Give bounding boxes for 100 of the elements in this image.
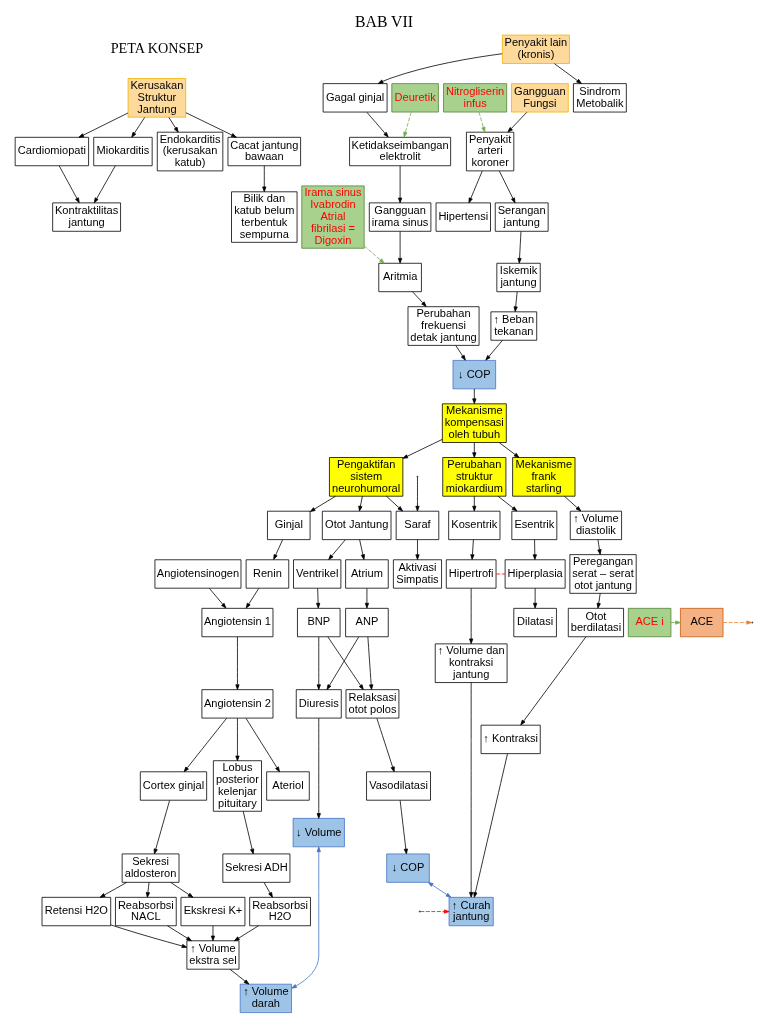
- arrow: [415, 477, 420, 512]
- node-box: Ketidakseimbangan elektrolit: [349, 136, 452, 167]
- node-box: Kerusakan Struktur Jantung: [127, 78, 187, 118]
- arrow: [58, 165, 80, 204]
- arrow: [497, 495, 518, 512]
- arrow: [366, 111, 389, 138]
- arrow: [517, 231, 522, 264]
- arrow: [242, 811, 255, 855]
- arrow: [377, 53, 503, 84]
- node-box: BNP: [297, 607, 341, 638]
- node-box: Angiotensin 2: [201, 689, 274, 719]
- arrow: [153, 800, 170, 855]
- node-box: Gagal ginjal: [322, 83, 388, 113]
- node-box: Irama sinus Ivabrodin Atrial fibrilasi = Digoxin: [301, 185, 365, 249]
- arrow: [99, 882, 128, 898]
- node-box: Atrium: [345, 559, 389, 589]
- node-box: Reabsorbsi NACL: [115, 896, 177, 927]
- node-box: Nitrogliserin infus: [443, 83, 508, 113]
- arrow: [399, 800, 408, 855]
- node-box: Dilatasi: [513, 607, 557, 638]
- node-box: Cardiomiopati: [14, 136, 89, 167]
- arrow: [291, 846, 321, 989]
- arrow: [386, 495, 403, 512]
- node-box: Cacat jantung bawaan: [227, 136, 301, 167]
- arrow: [170, 882, 194, 898]
- arrow: [309, 495, 336, 512]
- arrow: [367, 636, 374, 690]
- arrow: [273, 539, 283, 560]
- node-box: Hiperplasia: [504, 559, 566, 589]
- node-box: Vasodilatasi: [366, 771, 431, 801]
- node-box: Iskemik jantung: [496, 262, 541, 293]
- arrow: [235, 636, 240, 690]
- arrow: [376, 717, 395, 773]
- arrow: [398, 231, 403, 264]
- arrow: [722, 620, 752, 625]
- arrow: [168, 117, 179, 133]
- arrow: [469, 682, 474, 898]
- node-box: Saraf: [395, 510, 440, 541]
- label: PETA KONSEP: [110, 39, 204, 56]
- arrow: [485, 340, 503, 361]
- node-box: ↓ Volume: [292, 817, 345, 848]
- node-box: Renin: [245, 559, 290, 589]
- arrow: [93, 165, 116, 204]
- arrow: [364, 245, 385, 264]
- node-box: Angiotensinogen: [154, 559, 242, 589]
- node-box: Reabsorbsi H2O: [249, 896, 311, 927]
- node-box: Perubahan frekuensi detak jantung: [407, 306, 480, 346]
- arrow: [245, 717, 280, 773]
- arrow: [229, 968, 250, 985]
- node-box: Ateriol: [266, 771, 310, 801]
- arrow: [470, 539, 475, 560]
- arrow: [472, 442, 477, 458]
- node-box: Peregangan serat – serat otot jantung: [569, 554, 637, 594]
- arrow: [455, 345, 466, 361]
- arrow: [513, 291, 518, 312]
- arrow: [316, 587, 321, 609]
- arrow: [358, 495, 363, 512]
- arrow: [234, 925, 259, 942]
- arrow: [670, 620, 681, 625]
- node-box: Kontraktilitas jantung: [52, 202, 121, 232]
- arrow: [499, 442, 520, 458]
- node-box: ↓ COP: [452, 360, 497, 390]
- node-box: Relaksasi otot polos: [345, 689, 400, 719]
- arrow: [364, 587, 369, 609]
- node-box: Lobus posterior kelenjar pituitary: [212, 760, 262, 812]
- node-box: Mekanisme kompensasi oleh tubuh: [441, 403, 507, 443]
- node-box: Esentrik: [511, 510, 558, 541]
- arrow: [262, 165, 267, 193]
- node-box: Otot berdilatasi: [567, 607, 624, 638]
- arrow: [412, 291, 427, 307]
- node-box: Penyakit arteri koroner: [466, 131, 515, 172]
- arrow: [316, 717, 321, 819]
- node-box: Aritmia: [378, 262, 422, 293]
- node-box: Deuretik: [391, 83, 439, 113]
- node-box: Hipertensi: [435, 202, 491, 232]
- node-box: Sekresi aldosteron: [121, 853, 180, 883]
- node-box: Ekskresi K+: [180, 896, 246, 927]
- arrow: [415, 539, 420, 560]
- node-box: ↑ Curah jantung: [448, 896, 494, 927]
- arrow: [131, 117, 146, 138]
- node-box: ↑ Volume diastolik: [569, 510, 622, 541]
- node-box: Serangan jantung: [494, 202, 549, 232]
- node-box: ANP: [345, 607, 389, 638]
- arrow: [596, 592, 601, 609]
- arrow: [316, 636, 321, 690]
- node-box: ↑ Beban tekanan: [490, 311, 538, 341]
- node-box: Gangguan irama sinus: [368, 202, 432, 232]
- arrow: [532, 539, 537, 560]
- node-box: Gangguan Fungsi: [511, 83, 569, 113]
- node-box: Penyakit lain (kronis): [501, 34, 570, 64]
- arrow: [145, 882, 150, 898]
- node-box: Mekanisme frank starling: [512, 457, 576, 497]
- node-box: Ventrikel: [293, 559, 342, 589]
- node-box: Otot Jantung: [321, 510, 392, 541]
- node-box: ↓ COP: [386, 853, 430, 883]
- arrow: [554, 63, 582, 84]
- node-box: Ginjal: [267, 510, 311, 541]
- arrow: [478, 111, 486, 133]
- arrow: [235, 717, 240, 762]
- arrow: [210, 925, 215, 942]
